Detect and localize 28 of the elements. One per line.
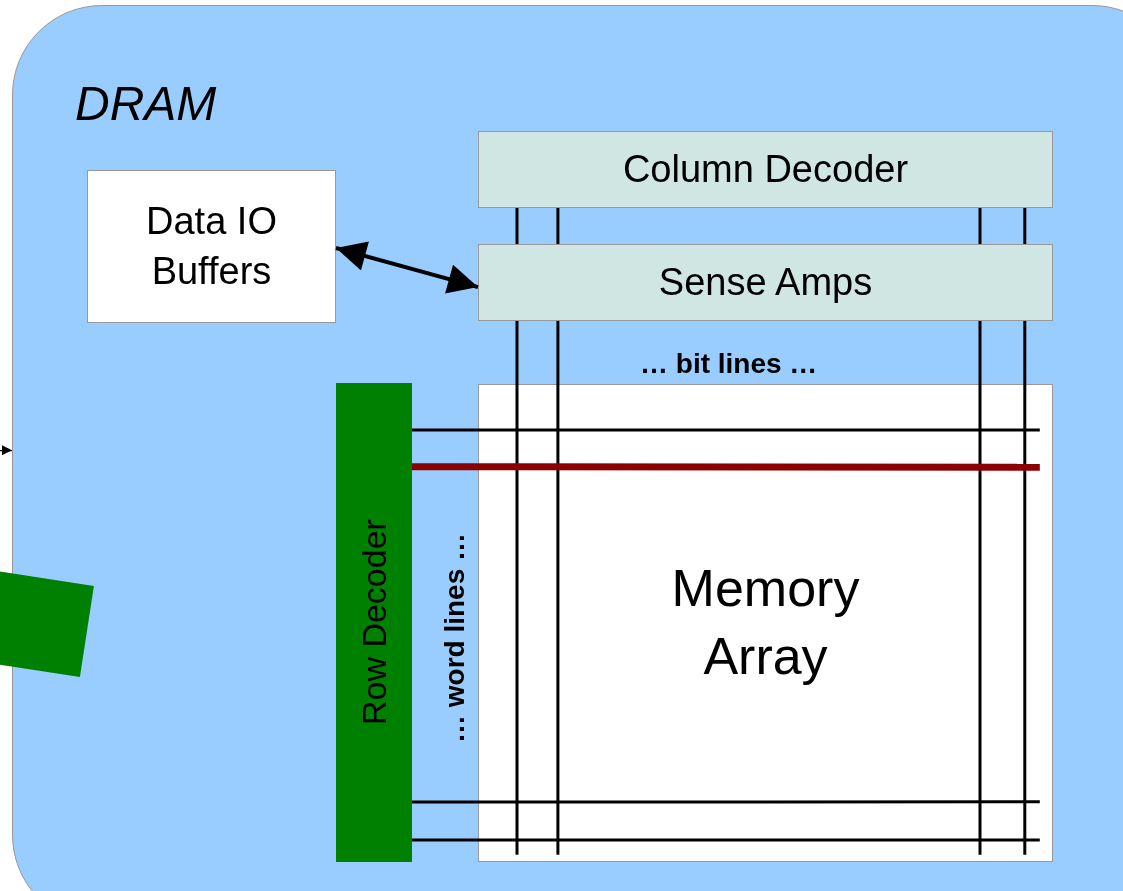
signal-line [978, 208, 982, 244]
buffer-box [87, 170, 336, 323]
box-label: Data IO Buffers [145, 199, 278, 294]
panel-title: DRAM [75, 76, 217, 131]
decoder-bar [336, 383, 412, 862]
signal-line [1023, 321, 1027, 855]
chip-panel [12, 5, 1123, 891]
box-label: Column Decoder [622, 146, 909, 192]
box-label: Row Decoder [353, 519, 394, 726]
signal-line [978, 321, 982, 855]
signal-line [412, 463, 1040, 471]
decoder-box [478, 131, 1053, 208]
signal-line [515, 208, 519, 244]
signal-line [515, 321, 519, 855]
amplifier-box [478, 244, 1053, 321]
signal-line [556, 321, 560, 855]
signal-line [556, 208, 560, 244]
signal-line [412, 800, 1040, 804]
arrow [0, 445, 13, 456]
memory-array-box [478, 384, 1053, 862]
signal-line [412, 838, 1040, 842]
arrow [335, 241, 479, 294]
signal-line [1023, 208, 1027, 244]
signal-label: … bit lines … [640, 348, 818, 380]
box-label: Sense Amps [658, 259, 873, 305]
signal-line [412, 428, 1040, 432]
box-label: Memory Array [670, 558, 861, 687]
signal-label: … word lines … [439, 532, 471, 745]
